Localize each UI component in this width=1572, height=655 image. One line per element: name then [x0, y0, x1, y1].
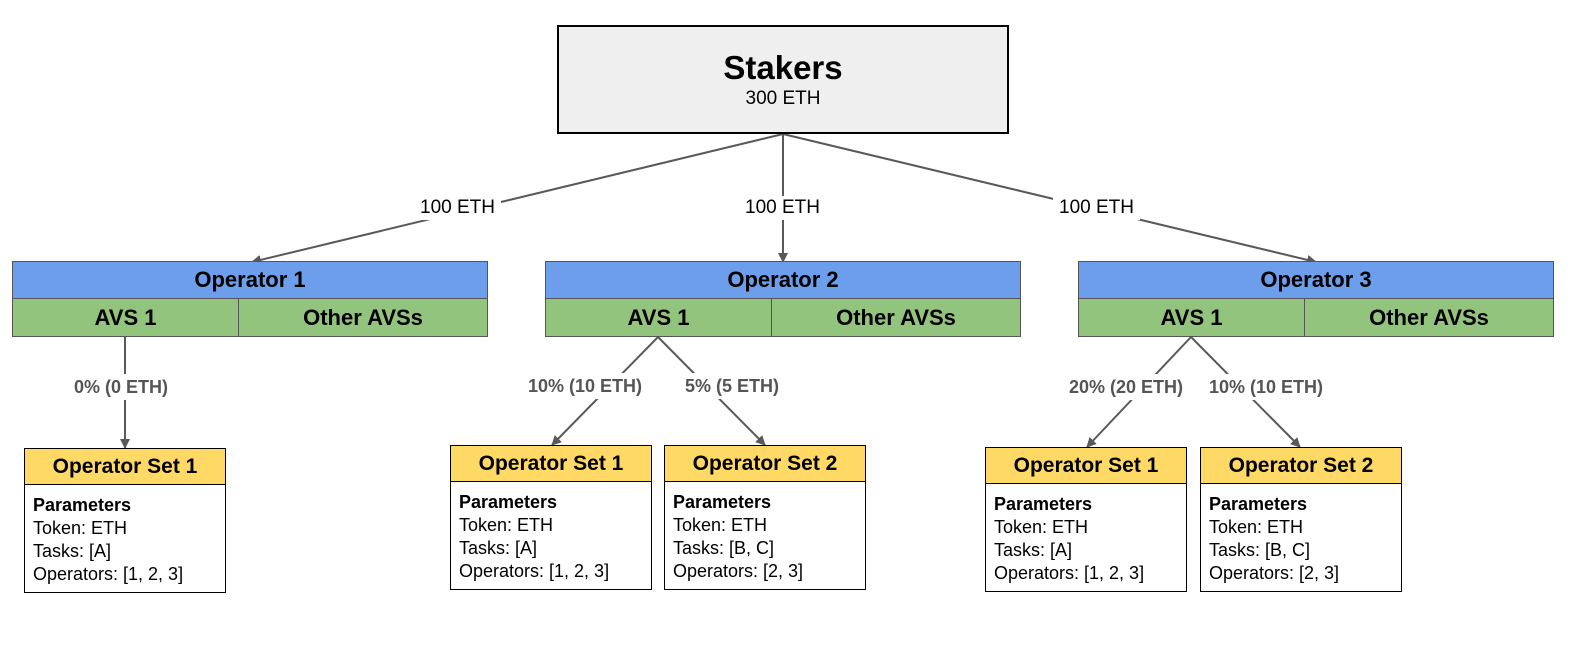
allocation-label: 10% (10 ETH) — [1201, 374, 1332, 400]
allocation-label: 20% (20 ETH) — [1061, 374, 1192, 400]
operator-set-params: Parameters Token: ETH Tasks: [B, C] Oper… — [664, 482, 866, 590]
params-heading: Parameters — [1209, 494, 1308, 514]
operator-set-card: Operator Set 2 Parameters Token: ETH Tas… — [1200, 447, 1402, 592]
stakers-node: Stakers 300 ETH — [557, 25, 1009, 134]
flow-label-op2: 100 ETH — [739, 196, 826, 220]
params-heading: Parameters — [673, 492, 772, 512]
operator-name: Operator 1 — [12, 261, 488, 299]
operator-1-node: Operator 1 AVS 1 Other AVSs — [12, 261, 488, 337]
operator-set-params: Parameters Token: ETH Tasks: [A] Operato… — [24, 485, 226, 593]
allocation-label: 5% (5 ETH) — [677, 373, 788, 399]
operator-set-params: Parameters Token: ETH Tasks: [B, C] Oper… — [1200, 484, 1402, 592]
operator-set-title: Operator Set 1 — [450, 445, 652, 482]
operator-set-params: Parameters Token: ETH Tasks: [A] Operato… — [985, 484, 1187, 592]
other-avss-cell: Other AVSs — [772, 299, 1021, 337]
operator-name: Operator 2 — [545, 261, 1021, 299]
operator-set-params: Parameters Token: ETH Tasks: [A] Operato… — [450, 482, 652, 590]
stakers-title: Stakers — [723, 48, 843, 86]
avs-1-cell: AVS 1 — [545, 299, 772, 337]
params-operators: Operators: [1, 2, 3] — [459, 561, 610, 581]
params-heading: Parameters — [994, 494, 1093, 514]
params-heading: Parameters — [33, 495, 132, 515]
flow-label-op1: 100 ETH — [414, 196, 501, 220]
operator-set-title: Operator Set 1 — [24, 448, 226, 485]
edge-stakers-op1 — [251, 133, 784, 265]
operator-set-card: Operator Set 1 Parameters Token: ETH Tas… — [985, 447, 1187, 592]
stakers-amount: 300 ETH — [745, 87, 821, 109]
params-token: Token: ETH — [1209, 517, 1304, 537]
params-token: Token: ETH — [33, 518, 128, 538]
params-operators: Operators: [1, 2, 3] — [33, 564, 184, 584]
avs-1-cell: AVS 1 — [12, 299, 239, 337]
params-operators: Operators: [2, 3] — [673, 561, 804, 581]
operator-2-node: Operator 2 AVS 1 Other AVSs — [545, 261, 1021, 337]
operator-name: Operator 3 — [1078, 261, 1554, 299]
operator-set-card: Operator Set 1 Parameters Token: ETH Tas… — [24, 448, 226, 593]
operator-set-title: Operator Set 2 — [1200, 447, 1402, 484]
params-heading: Parameters — [459, 492, 558, 512]
params-tasks: Tasks: [A] — [459, 538, 538, 558]
operator-set-title: Operator Set 2 — [664, 445, 866, 482]
operator-set-title: Operator Set 1 — [985, 447, 1187, 484]
flow-label-op3: 100 ETH — [1053, 196, 1140, 220]
allocation-label: 0% (0 ETH) — [66, 374, 177, 400]
params-token: Token: ETH — [459, 515, 554, 535]
other-avss-cell: Other AVSs — [239, 299, 488, 337]
params-token: Token: ETH — [673, 515, 768, 535]
operator-3-node: Operator 3 AVS 1 Other AVSs — [1078, 261, 1554, 337]
other-avss-cell: Other AVSs — [1305, 299, 1554, 337]
params-token: Token: ETH — [994, 517, 1089, 537]
params-tasks: Tasks: [B, C] — [1209, 540, 1311, 560]
avs-1-cell: AVS 1 — [1078, 299, 1305, 337]
params-tasks: Tasks: [B, C] — [673, 538, 775, 558]
params-tasks: Tasks: [A] — [994, 540, 1073, 560]
operator-set-card: Operator Set 1 Parameters Token: ETH Tas… — [450, 445, 652, 590]
edge-stakers-op3 — [782, 133, 1317, 265]
allocation-label: 10% (10 ETH) — [520, 373, 651, 399]
params-operators: Operators: [1, 2, 3] — [994, 563, 1145, 583]
params-operators: Operators: [2, 3] — [1209, 563, 1340, 583]
params-tasks: Tasks: [A] — [33, 541, 112, 561]
operator-set-card: Operator Set 2 Parameters Token: ETH Tas… — [664, 445, 866, 590]
